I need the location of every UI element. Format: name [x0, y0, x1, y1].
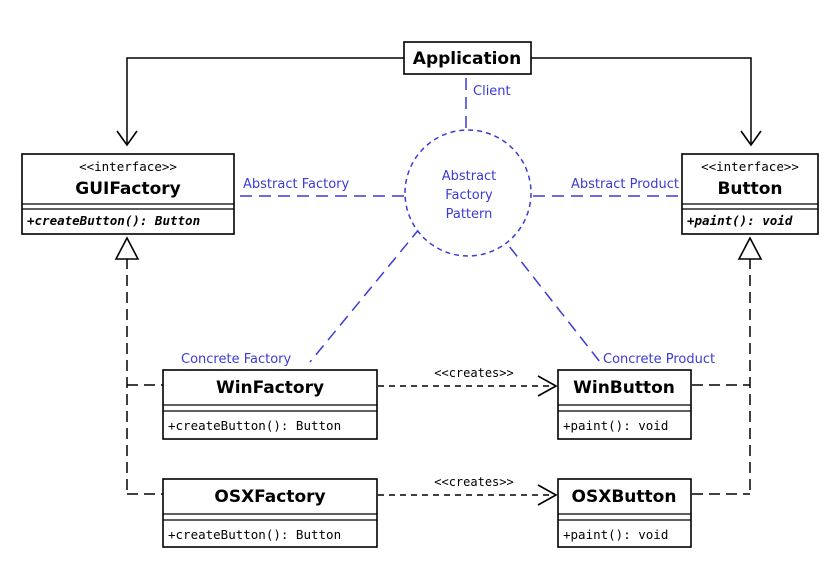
button-association-arrowhead [740, 130, 762, 147]
application-to-button-association [531, 57, 752, 145]
concrete-factory-role-label: Concrete Factory [181, 352, 291, 367]
guifactory-realization-triangle [114, 236, 140, 260]
button-realization-triangle [737, 236, 763, 260]
application-to-guifactory-association [126, 57, 405, 145]
winfactory-class-name: WinFactory [216, 378, 324, 398]
win-creates-label: <<creates>> [434, 366, 513, 380]
button-stereotype: <<interface>> [701, 159, 799, 174]
guifactory-method: +createButton(): Button [27, 213, 200, 228]
pattern-name-line-2: Factory [445, 188, 493, 203]
button-class-name: Button [717, 179, 782, 199]
concrete-product-role-line [497, 231, 601, 363]
osxfactory-method: +createButton(): Button [168, 527, 341, 542]
winbutton-method: +paint(): void [563, 418, 668, 433]
osx-creates-arrowhead [537, 484, 558, 506]
osxbutton-class-name: OSXButton [572, 487, 677, 507]
osxbutton-method: +paint(): void [563, 527, 668, 542]
pattern-name-line-1: Abstract [442, 169, 497, 184]
concrete-product-role-label: Concrete Product [603, 352, 715, 367]
win-creates-arrowhead [537, 375, 558, 397]
pattern-name-line-3: Pattern [446, 207, 493, 222]
class-button: <<interface>> Button +paint(): void [681, 153, 819, 235]
winfactory-method: +createButton(): Button [168, 418, 341, 433]
button-method: +paint(): void [687, 213, 793, 228]
osx-creates-label: <<creates>> [434, 475, 513, 489]
application-class-name: Application [413, 49, 521, 69]
class-application: Application [403, 41, 532, 75]
concrete-factory-role-line [309, 227, 421, 363]
client-role-label: Client [473, 84, 511, 99]
osxfactory-class-name: OSXFactory [214, 487, 325, 507]
class-osxfactory: OSXFactory +createButton(): Button [162, 478, 378, 548]
guifactory-class-name: GUIFactory [75, 179, 181, 199]
class-winbutton: WinButton +paint(): void [557, 369, 692, 440]
abstract-product-role-label: Abstract Product [571, 177, 679, 192]
guifactory-association-arrowhead [116, 130, 138, 147]
abstract-factory-role-label: Abstract Factory [243, 177, 349, 192]
pattern-circle [404, 129, 532, 257]
winbutton-class-name: WinButton [573, 378, 675, 398]
guifactory-stereotype: <<interface>> [79, 159, 177, 174]
class-osxbutton: OSXButton +paint(): void [557, 478, 692, 548]
class-guifactory: <<interface>> GUIFactory +createButton()… [21, 153, 235, 235]
class-winfactory: WinFactory +createButton(): Button [162, 369, 378, 440]
